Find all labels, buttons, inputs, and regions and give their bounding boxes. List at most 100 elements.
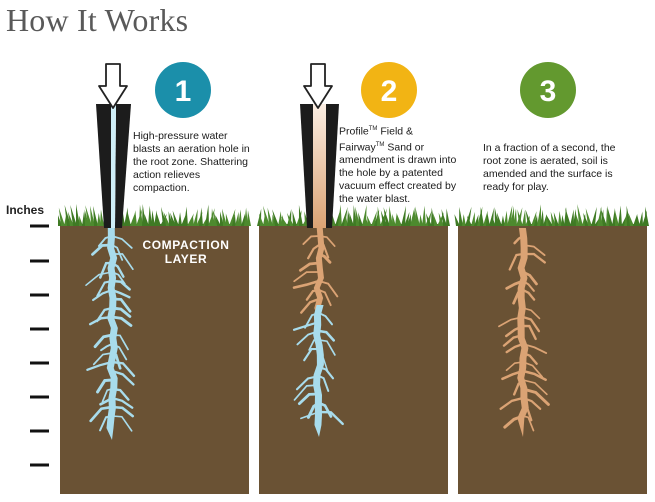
- root-branch: [521, 387, 550, 406]
- root-branch: [522, 280, 535, 292]
- root-branch: [293, 384, 320, 401]
- grass-blade: [639, 211, 643, 226]
- grass-blade: [454, 214, 460, 226]
- grass-blade: [241, 213, 245, 226]
- grass-blade: [553, 212, 559, 226]
- grass-blade: [543, 214, 547, 226]
- grass-blade: [70, 204, 77, 226]
- grass-blade: [597, 206, 602, 226]
- grass-blade: [480, 206, 484, 226]
- grass-blade: [148, 205, 152, 226]
- grass-blade: [215, 215, 221, 226]
- grass-blade: [139, 204, 143, 226]
- grass-blade: [540, 209, 544, 226]
- root-branch: [304, 312, 320, 329]
- root-branch: [521, 396, 542, 410]
- root-branch: [522, 244, 546, 257]
- root-branch: [89, 405, 114, 423]
- root-trunk: [517, 228, 529, 437]
- root-branch: [508, 252, 525, 271]
- root-branch: [292, 320, 321, 331]
- grass-blade: [600, 207, 607, 226]
- grass-blade: [97, 212, 101, 226]
- grass-blade: [144, 214, 149, 226]
- grass-blade: [163, 211, 170, 226]
- root-branch: [111, 235, 133, 249]
- root-branch: [110, 297, 132, 313]
- grass-blade: [184, 206, 188, 226]
- grass-blade: [93, 205, 98, 226]
- root-branch: [300, 297, 321, 314]
- grass-blade: [565, 207, 571, 226]
- grass-blade: [190, 215, 194, 226]
- root-branch: [522, 379, 548, 396]
- step-2-description: ProfileTM Field & FairwayTM Sand or amen…: [339, 125, 457, 206]
- step-badge-3: 3: [520, 62, 576, 118]
- root-branch: [101, 388, 113, 403]
- step-badge-1: 1: [155, 62, 211, 118]
- root-branch: [111, 415, 133, 432]
- root-branch: [318, 357, 329, 373]
- root-trunk: [313, 228, 325, 322]
- nozzle-1: [96, 104, 131, 228]
- sand-root-3: [498, 228, 550, 437]
- grass-blade: [636, 214, 640, 226]
- root-branch: [95, 306, 114, 323]
- grass-blade: [259, 213, 264, 226]
- root-branch: [99, 415, 113, 432]
- root-branch: [521, 369, 547, 382]
- step-1-description: High-pressure water blasts an aeration h…: [133, 130, 250, 194]
- grass-blade: [396, 212, 402, 226]
- root-branch: [99, 396, 114, 406]
- grass-blade: [465, 206, 472, 226]
- grass-blade: [585, 208, 592, 226]
- grass-blade: [292, 210, 297, 226]
- grass-blade: [441, 208, 447, 226]
- root-branch: [86, 360, 114, 371]
- root-branch: [499, 396, 525, 411]
- root-branch: [110, 396, 134, 409]
- root-branch: [505, 342, 525, 354]
- grass-blade: [522, 209, 526, 226]
- grass-blade: [507, 205, 513, 226]
- grass-blade: [344, 214, 348, 226]
- grass-blade: [491, 215, 496, 226]
- grass-blade: [392, 213, 396, 226]
- root-branch: [302, 235, 320, 245]
- root-branch: [522, 307, 541, 320]
- root-branch: [110, 306, 132, 318]
- grass-blade: [211, 208, 215, 226]
- grass-blade: [389, 206, 393, 226]
- grass-blade: [136, 209, 143, 226]
- root-branch: [295, 374, 321, 391]
- grass-blade: [407, 213, 411, 226]
- grass-blade: [281, 215, 288, 226]
- soil-panel-1: [60, 224, 249, 494]
- grass-blade: [504, 210, 508, 226]
- grass-strip-2: [257, 204, 450, 226]
- step-number-1: 1: [175, 75, 192, 108]
- grass-blade: [193, 208, 198, 226]
- root-branch: [85, 271, 113, 286]
- root-branch: [318, 312, 333, 326]
- grass-blade: [628, 213, 634, 226]
- root-branch: [513, 234, 525, 245]
- root-branch: [110, 261, 125, 278]
- inch-ruler: [30, 224, 49, 467]
- root-branch: [91, 288, 114, 302]
- grass-blade: [225, 213, 230, 226]
- grass-blade: [338, 204, 342, 226]
- root-branch: [293, 271, 320, 283]
- grass-blade: [645, 206, 649, 226]
- root-branch: [96, 378, 114, 394]
- grass-blade: [341, 206, 348, 226]
- grass-blade: [85, 205, 92, 226]
- root-branch: [305, 288, 321, 301]
- grass-blade: [380, 210, 387, 226]
- sand-root-2: [292, 228, 339, 322]
- grass-blade: [199, 207, 203, 226]
- grass-blade: [84, 209, 89, 226]
- grass-blade: [127, 210, 131, 226]
- grass-blade: [205, 204, 209, 226]
- root-branch: [521, 252, 546, 264]
